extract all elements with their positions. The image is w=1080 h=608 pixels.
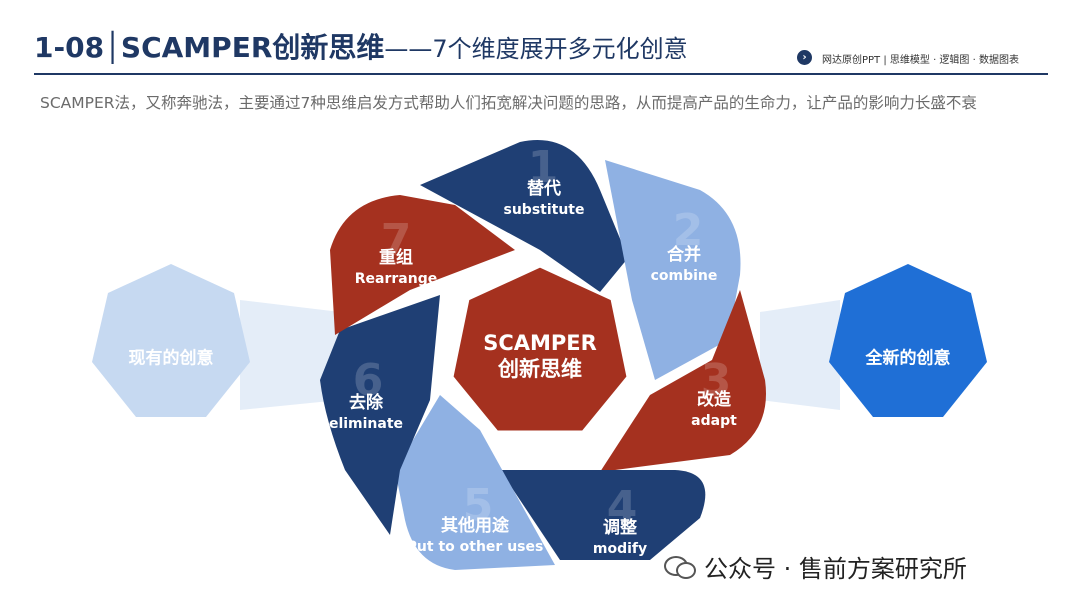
blade-number-4: 4 [607, 482, 638, 533]
blade-rearrange [330, 195, 515, 335]
blade-label-combine: 合并 combine [651, 244, 718, 286]
blade-put-to-other-uses [395, 395, 555, 570]
blade-substitute [420, 140, 628, 292]
center-label: SCAMPER 创新思维 [483, 330, 597, 382]
blade-number-7: 7 [381, 215, 412, 266]
blade-number-6: 6 [353, 355, 384, 406]
blade-cn-combine: 合并 [666, 245, 701, 265]
title-main: 1-08│SCAMPER创新思维 [34, 31, 385, 64]
blade-label-put-to-other-uses: 其他用途 Put to other uses [407, 515, 544, 557]
blade-number-1: 1 [528, 142, 559, 193]
blade-number-5: 5 [463, 480, 494, 531]
left-connector [240, 300, 340, 410]
blade-en-combine: combine [650, 268, 718, 284]
blade-label-substitute: 替代 substitute [504, 178, 585, 220]
center-line1: SCAMPER [483, 331, 597, 355]
blade-combine [605, 160, 741, 380]
watermark-text: 公众号 · 售前方案研究所 [704, 554, 967, 583]
blade-cn-adapt: 改造 [696, 390, 731, 410]
blade-adapt [600, 290, 766, 472]
right-connector [760, 300, 840, 410]
blade-cn-substitute: 替代 [527, 179, 561, 199]
blade-number-3: 3 [701, 355, 732, 406]
page-title: 1-08│SCAMPER创新思维——7个维度展开多元化创意 [34, 26, 688, 66]
right-node-label: 全新的创意 [865, 348, 951, 369]
blade-eliminate [320, 295, 440, 535]
blade-en-eliminate: eliminate [328, 416, 404, 432]
header-divider [34, 73, 1048, 75]
blade-en-modify: modify [592, 541, 648, 557]
left-node-label: 现有的创意 [128, 348, 214, 369]
blade-cn-modify: 调整 [603, 518, 637, 538]
slide-header: 1-08│SCAMPER创新思维——7个维度展开多元化创意 › 网达原创PPT … [0, 0, 1080, 80]
wechat-icon [664, 554, 696, 579]
blade-en-adapt: adapt [691, 413, 737, 429]
blade-en-put-to-other-uses: Put to other uses [406, 539, 544, 555]
right-node-shape [829, 264, 987, 417]
description: SCAMPER法，又称奔驰法，主要通过7种思维启发方式帮助人们拓宽解决问题的思路… [40, 94, 977, 112]
blade-cn-put-to-other-uses: 其他用途 [440, 516, 509, 536]
blade-number-2: 2 [673, 205, 704, 256]
blade-label-adapt: 改造 adapt [691, 389, 737, 431]
blade-cn-rearrange: 重组 [379, 248, 413, 268]
blade-label-rearrange: 重组 Rearrange [355, 247, 437, 289]
blade-en-substitute: substitute [503, 202, 585, 218]
blade-modify [500, 470, 706, 560]
center-line2: 创新思维 [498, 357, 582, 381]
left-node-shape [92, 264, 250, 417]
blade-label-eliminate: 去除 eliminate [329, 392, 403, 434]
blade-cn-eliminate: 去除 [349, 393, 383, 413]
watermark: 公众号 · 售前方案研究所 [664, 548, 967, 584]
title-sub: ——7个维度展开多元化创意 [384, 35, 688, 63]
center-hexagon [450, 264, 630, 434]
blade-label-modify: 调整 modify [593, 517, 647, 559]
chevron-right-icon: › [797, 50, 812, 65]
blade-en-rearrange: Rearrange [354, 271, 438, 287]
brand-text: 网达原创PPT | 思维模型 · 逻辑图 · 数据图表 [822, 55, 1019, 66]
